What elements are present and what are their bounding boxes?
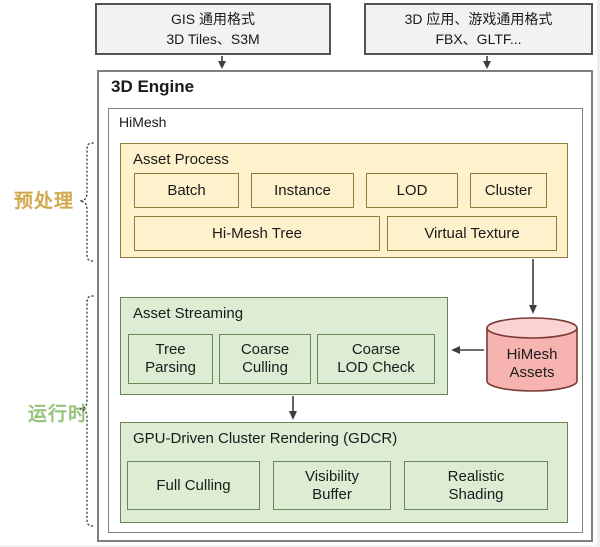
- asset-streaming-group: Asset Streaming Tree Parsing Coarse Cull…: [120, 297, 448, 395]
- process-step-himesh-tree: Hi-Mesh Tree: [134, 216, 380, 251]
- gdcr-step-visibility-buffer: Visibility Buffer: [273, 461, 391, 510]
- arrow-apps-to-engine: [483, 56, 491, 69]
- process-step-instance: Instance: [251, 173, 354, 208]
- himesh-assets-datastore: HiMesh Assets: [486, 316, 578, 394]
- preprocess-side-label: 预处理: [13, 191, 74, 212]
- asset-process-label: Asset Process: [133, 151, 229, 168]
- database-cylinder-icon: [486, 317, 578, 392]
- asset-streaming-row: Tree Parsing Coarse Culling Coarse LOD C…: [128, 334, 435, 384]
- app-formats-line2: FBX、GLTF...: [435, 31, 522, 47]
- asset-process-group: Asset Process Batch Instance LOD Cluster…: [120, 143, 568, 258]
- gis-formats-line1: GIS 通用格式: [170, 10, 255, 27]
- gdcr-label: GPU-Driven Cluster Rendering (GDCR): [133, 430, 398, 447]
- preprocess-brace: [79, 142, 94, 262]
- process-step-batch: Batch: [134, 173, 239, 208]
- page-edge-bottom: [0, 545, 600, 547]
- asset-process-row2: Hi-Mesh Tree Virtual Texture: [134, 216, 557, 251]
- process-step-cluster: Cluster: [470, 173, 547, 208]
- himesh-assets-label: HiMesh Assets: [506, 346, 558, 381]
- page-edge-right: [597, 0, 600, 547]
- input-box-gis-formats: GIS 通用格式 3D Tiles、S3M: [95, 3, 331, 55]
- process-step-virtual-texture: Virtual Texture: [387, 216, 557, 251]
- gdcr-row: Full Culling Visibility Buffer Realistic…: [127, 461, 548, 510]
- process-step-lod: LOD: [366, 173, 458, 208]
- gdcr-group: GPU-Driven Cluster Rendering (GDCR) Full…: [120, 422, 568, 523]
- gis-formats-line2: 3D Tiles、S3M: [166, 31, 260, 47]
- streaming-step-coarse-lod-check: Coarse LOD Check: [317, 334, 435, 384]
- arrow-gis-to-engine: [218, 56, 226, 69]
- streaming-step-coarse-culling: Coarse Culling: [219, 334, 311, 384]
- app-formats-line1: 3D 应用、游戏通用格式: [404, 10, 553, 27]
- streaming-step-tree-parsing: Tree Parsing: [128, 334, 213, 384]
- asset-process-row1: Batch Instance LOD Cluster: [134, 173, 547, 208]
- engine-title: 3D Engine: [111, 77, 195, 96]
- himesh-label: HiMesh: [119, 114, 167, 130]
- gdcr-step-full-culling: Full Culling: [127, 461, 260, 510]
- gdcr-step-realistic-shading: Realistic Shading: [404, 461, 548, 510]
- runtime-side-label: 运行时: [27, 404, 88, 425]
- asset-streaming-label: Asset Streaming: [133, 305, 244, 322]
- input-box-3d-app-formats: 3D 应用、游戏通用格式 FBX、GLTF...: [364, 3, 593, 55]
